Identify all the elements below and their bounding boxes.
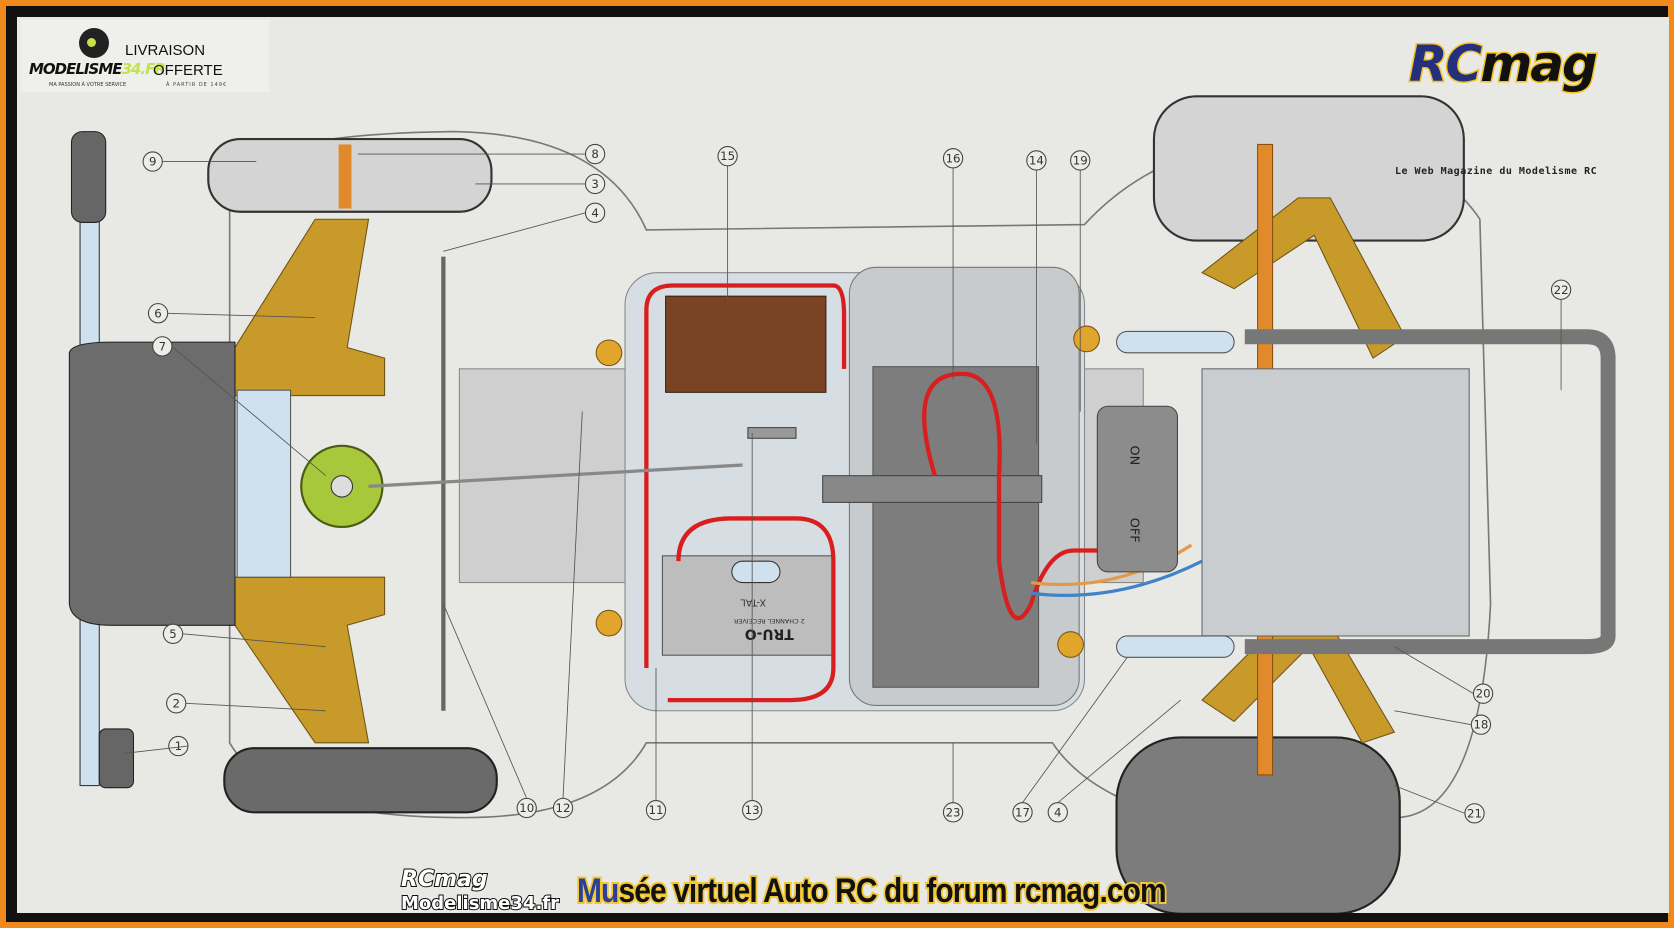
callout-15: 15 xyxy=(717,146,738,167)
callout-12: 12 xyxy=(552,797,574,819)
callout-22: 22 xyxy=(1550,279,1572,300)
svg-text:3: 3 xyxy=(591,177,598,191)
promo-brand: MODELISME34.FR xyxy=(29,60,166,78)
battery-pack xyxy=(872,366,1040,688)
rear-cross-tube xyxy=(1116,330,1235,354)
promo-line2: OFFERTE xyxy=(153,62,223,79)
callout-13: 13 xyxy=(742,799,763,821)
car-body-outline xyxy=(228,130,1492,819)
bumper-end-bottom xyxy=(98,728,135,789)
svg-text:18: 18 xyxy=(1473,718,1488,732)
servo-saver xyxy=(747,427,797,439)
svg-text:19: 19 xyxy=(1073,153,1088,167)
promo-line1: LIVRAISON xyxy=(125,42,206,59)
steering-link xyxy=(368,463,743,488)
svg-text:1: 1 xyxy=(175,739,182,753)
front-wheel-bottom xyxy=(223,747,498,814)
callout-3: 3 xyxy=(584,173,606,195)
front-lower-arm xyxy=(234,576,386,744)
front-upper-arm xyxy=(234,218,386,397)
front-bumper xyxy=(68,341,236,626)
svg-text:2: 2 xyxy=(172,696,179,710)
svg-text:6: 6 xyxy=(154,306,161,320)
svg-text:21: 21 xyxy=(1467,806,1482,820)
rear-cross-tube-2 xyxy=(1116,635,1235,658)
svg-text:5: 5 xyxy=(169,627,176,641)
motor-gearbox xyxy=(1201,368,1470,637)
footer-rcmag-logo: RCmag xyxy=(400,867,489,893)
svg-text:15: 15 xyxy=(720,149,735,163)
rcmag-logo: RCmag xyxy=(1407,34,1599,95)
svg-text:17: 17 xyxy=(1015,805,1030,819)
leader-lines xyxy=(122,153,1562,814)
receiver-wire xyxy=(644,283,847,669)
svg-text:23: 23 xyxy=(946,805,961,819)
rear-wheel-top xyxy=(1152,95,1465,242)
receiver-brand: TRU-O xyxy=(745,626,794,642)
svg-text:14: 14 xyxy=(1029,153,1044,167)
callout-21: 21 xyxy=(1464,803,1485,824)
callout-5: 5 xyxy=(162,623,184,644)
callout-23: 23 xyxy=(942,802,964,823)
callout-17: 17 xyxy=(1012,802,1033,823)
callout-19: 19 xyxy=(1070,150,1091,171)
rcmag-subtitle: Le Web Magazine du Modelisme RC xyxy=(1395,166,1598,177)
footer-title: Musée virtuel Auto RC du forum rcmag.com xyxy=(575,870,1168,912)
callout-2: 2 xyxy=(166,693,187,714)
battery-strap xyxy=(822,475,1043,503)
callout-4b: 4 xyxy=(1047,802,1068,823)
svg-text:7: 7 xyxy=(159,339,166,353)
svg-text:13: 13 xyxy=(745,803,760,817)
bumper-end-top xyxy=(70,131,107,223)
svg-text:9: 9 xyxy=(149,155,156,169)
battery-wire xyxy=(667,516,836,703)
switch-on-label: ON xyxy=(1126,446,1141,466)
crystal-label: X-TAL xyxy=(740,597,766,608)
svg-text:4: 4 xyxy=(591,206,598,220)
crystal-slot xyxy=(731,560,781,584)
callout-4: 4 xyxy=(584,202,606,223)
callout-6: 6 xyxy=(147,303,169,324)
svg-text:20: 20 xyxy=(1476,687,1491,701)
callout-8: 8 xyxy=(584,143,606,165)
callout-9: 9 xyxy=(142,151,163,172)
svg-text:22: 22 xyxy=(1554,283,1569,297)
motor-wire-blue xyxy=(1030,559,1203,597)
callout-11: 11 xyxy=(645,799,667,821)
svg-text:12: 12 xyxy=(556,801,571,815)
switch-off-label: OFF xyxy=(1126,518,1141,543)
callout-14: 14 xyxy=(1026,150,1047,171)
callout-18: 18 xyxy=(1470,714,1492,735)
svg-text:11: 11 xyxy=(649,803,664,817)
callout-16: 16 xyxy=(942,148,964,169)
svg-text:10: 10 xyxy=(519,801,534,815)
svg-text:4: 4 xyxy=(1054,805,1061,819)
chassis-diagram: X-TAL TRU-O 2 CHANNEL RECEIVER ON OFF 1 … xyxy=(68,95,1616,913)
rear-bumper-frame xyxy=(1244,329,1616,655)
promo-tagline: MA PASSION À VOTRE SERVICE xyxy=(49,82,127,88)
power-switch xyxy=(1096,405,1178,573)
svg-text:16: 16 xyxy=(946,151,961,165)
diagram-canvas: X-TAL TRU-O 2 CHANNEL RECEIVER ON OFF 1 … xyxy=(17,17,1669,913)
svg-text:8: 8 xyxy=(591,147,598,161)
callout-20: 20 xyxy=(1472,683,1494,704)
front-axle-beam xyxy=(236,389,292,578)
promo-line3: À PARTIR DE 149€ xyxy=(166,82,228,88)
footer-modelisme-logo: Modelisme34.fr xyxy=(400,892,560,913)
promo-banner[interactable]: MODELISME34.FR MA PASSION À VOTRE SERVIC… xyxy=(21,20,269,92)
skull-logo-icon xyxy=(79,28,109,58)
callout-10: 10 xyxy=(516,797,537,819)
bellcrank-pivot xyxy=(330,475,354,498)
steering-servo xyxy=(665,295,827,393)
front-kingpin xyxy=(338,144,352,209)
callout-7: 7 xyxy=(152,336,173,357)
receiver-desc: 2 CHANNEL RECEIVER xyxy=(733,617,804,625)
